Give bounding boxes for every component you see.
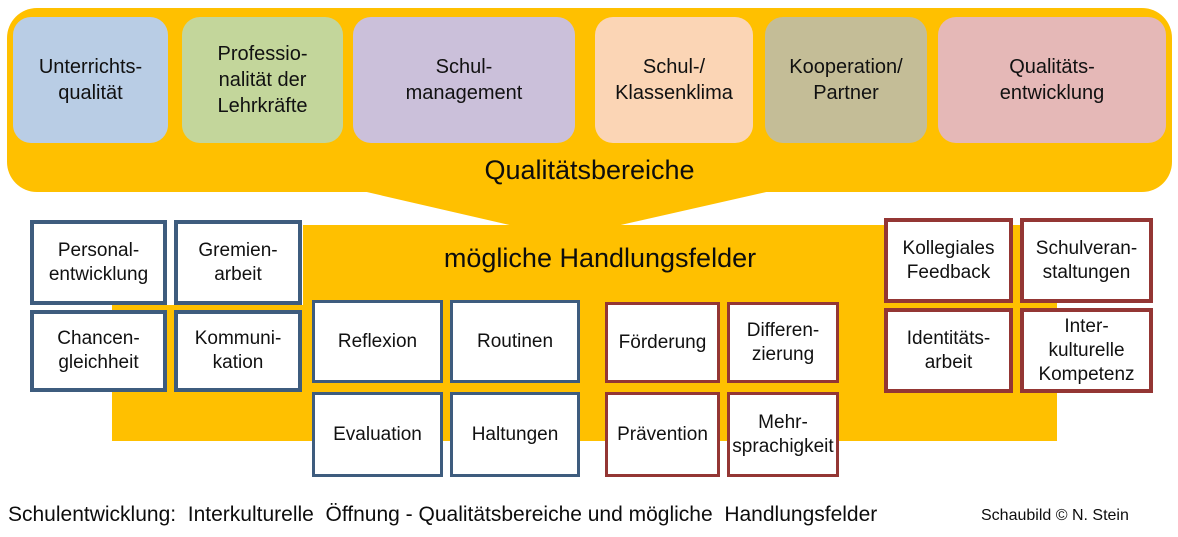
funnel-connector [358, 190, 775, 227]
quality-area-qualitaetsentwicklung: Qualitäts- entwicklung [938, 17, 1166, 143]
field-reflexion: Reflexion [312, 300, 443, 383]
quality-areas-banner: Unterrichts- qualität Professio- nalität… [7, 8, 1172, 192]
field-identitaetsarbeit: Identitäts- arbeit [884, 308, 1013, 393]
quality-area-schulmanagement: Schul- management [353, 17, 575, 143]
field-evaluation: Evaluation [312, 392, 443, 477]
quality-area-professionalitaet: Professio- nalität der Lehrkräfte [182, 17, 343, 143]
quality-area-klassenklima: Schul-/ Klassenklima [595, 17, 753, 143]
field-differenzierung: Differen- zierung [727, 302, 839, 383]
handlungsfelder-title: mögliche Handlungsfelder [443, 243, 757, 273]
field-chancengleichheit: Chancen- gleichheit [30, 310, 167, 392]
field-routinen: Routinen [450, 300, 580, 383]
field-mehrsprachigkeit: Mehr- sprachigkeit [727, 392, 839, 477]
field-gremienarbeit: Gremien- arbeit [174, 220, 302, 305]
quality-area-kooperation: Kooperation/ Partner [765, 17, 927, 143]
field-personalentwicklung: Personal- entwicklung [30, 220, 167, 305]
field-schulveranstaltungen: Schulveran- staltungen [1020, 218, 1153, 303]
copyright-credit: Schaubild © N. Stein [981, 507, 1129, 524]
field-foerderung: Förderung [605, 302, 720, 383]
field-kollegiales-feedback: Kollegiales Feedback [884, 218, 1013, 303]
field-kommunikation: Kommuni- kation [174, 310, 302, 392]
field-haltungen: Haltungen [450, 392, 580, 477]
field-praevention: Prävention [605, 392, 720, 477]
diagram-caption: Schulentwicklung: Interkulturelle Öffnun… [8, 503, 878, 526]
field-interkulturelle-kompetenz: Inter- kulturelle Kompetenz [1020, 308, 1153, 393]
banner-title: Qualitätsbereiche [484, 155, 695, 185]
quality-area-unterrichtsqualitaet: Unterrichts- qualität [13, 17, 168, 143]
